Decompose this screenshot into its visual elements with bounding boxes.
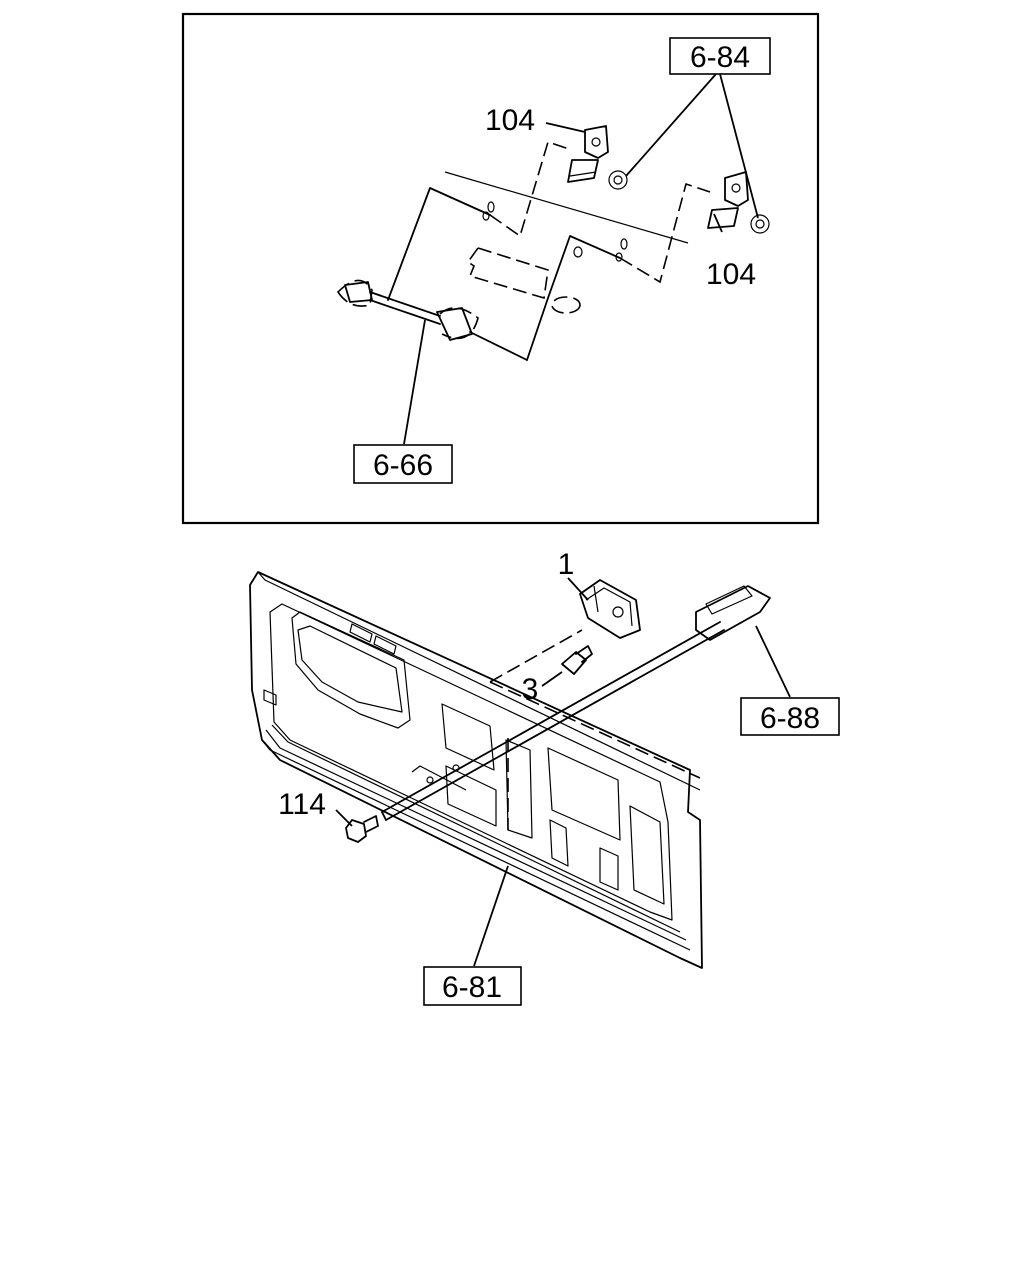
handle-rod bbox=[336, 279, 479, 341]
leader-6-66 bbox=[403, 319, 426, 445]
main-dash-top bbox=[489, 681, 701, 779]
detail-hole bbox=[482, 211, 490, 221]
screw-part bbox=[345, 815, 379, 843]
detail-axis-line bbox=[444, 171, 689, 244]
detail-hole bbox=[487, 201, 495, 213]
part-label-104-lower: 104 bbox=[706, 258, 756, 291]
hinge-part bbox=[579, 579, 641, 639]
cutout-center-upper bbox=[441, 703, 495, 771]
detail-hole bbox=[620, 238, 628, 250]
detail-label-plate bbox=[466, 247, 549, 300]
rod-end-latch bbox=[695, 585, 771, 641]
ref-label-6-88: 6-88 bbox=[760, 702, 820, 735]
rod-assembly bbox=[381, 585, 771, 821]
clip-nut-lower bbox=[750, 214, 770, 234]
ref-label-6-66: 6-66 bbox=[373, 449, 433, 482]
cutout-left bbox=[291, 611, 411, 729]
leader-6-88 bbox=[755, 625, 791, 698]
leader-3 bbox=[541, 671, 563, 687]
detail-handle-link bbox=[469, 331, 528, 361]
part-label-1: 1 bbox=[558, 548, 575, 581]
main-dash-hinge bbox=[489, 629, 583, 683]
cutout-center-lower bbox=[445, 765, 497, 827]
leader-1 bbox=[567, 577, 589, 601]
leader-6-81 bbox=[473, 865, 509, 967]
bolt-part bbox=[561, 645, 593, 675]
bracket-upper bbox=[567, 125, 609, 183]
leader-114 bbox=[335, 809, 353, 827]
detail-zigzag-upper bbox=[489, 140, 573, 238]
detail-zigzag-left bbox=[387, 187, 491, 301]
part-label-3: 3 bbox=[522, 673, 539, 706]
cutout-center-slot bbox=[505, 739, 533, 839]
ref-label-6-81: 6-81 bbox=[442, 971, 502, 1004]
ref-box-6-81 bbox=[423, 966, 522, 1006]
leader-104-lower bbox=[713, 213, 723, 233]
detail-zigzag-right bbox=[619, 182, 711, 284]
main-view: 6-88 6-81 1 3 114 bbox=[249, 548, 840, 1006]
leader-104-upper bbox=[545, 122, 586, 133]
detail-frame bbox=[181, 12, 820, 525]
detail-hole bbox=[573, 246, 583, 258]
leader-6-84-a bbox=[625, 73, 717, 177]
detail-inset: 6-84 6-66 104 104 bbox=[181, 12, 820, 525]
ref-label-6-84: 6-84 bbox=[690, 41, 750, 74]
detail-clip-outline bbox=[551, 296, 581, 314]
cutout-right-small bbox=[549, 819, 569, 867]
ref-box-6-66 bbox=[353, 444, 453, 484]
tailgate-inner-frame bbox=[269, 603, 673, 921]
cutout-right-edge bbox=[629, 805, 665, 905]
detail-zigzag-mid bbox=[526, 235, 621, 361]
tailgate-panel bbox=[249, 571, 703, 969]
cutout-right-lower bbox=[599, 847, 619, 891]
tailgate-top-edge bbox=[257, 571, 701, 791]
part-label-114: 114 bbox=[278, 788, 326, 821]
part-label-104-upper: 104 bbox=[485, 104, 535, 137]
clip-nut-upper bbox=[608, 170, 628, 190]
detail-hole bbox=[615, 252, 623, 262]
cutout-right-upper bbox=[547, 747, 621, 841]
ref-box-6-88 bbox=[740, 697, 840, 736]
ref-box-6-84 bbox=[669, 37, 771, 75]
leader-6-84-b bbox=[719, 73, 759, 219]
bracket-lower bbox=[707, 171, 749, 229]
